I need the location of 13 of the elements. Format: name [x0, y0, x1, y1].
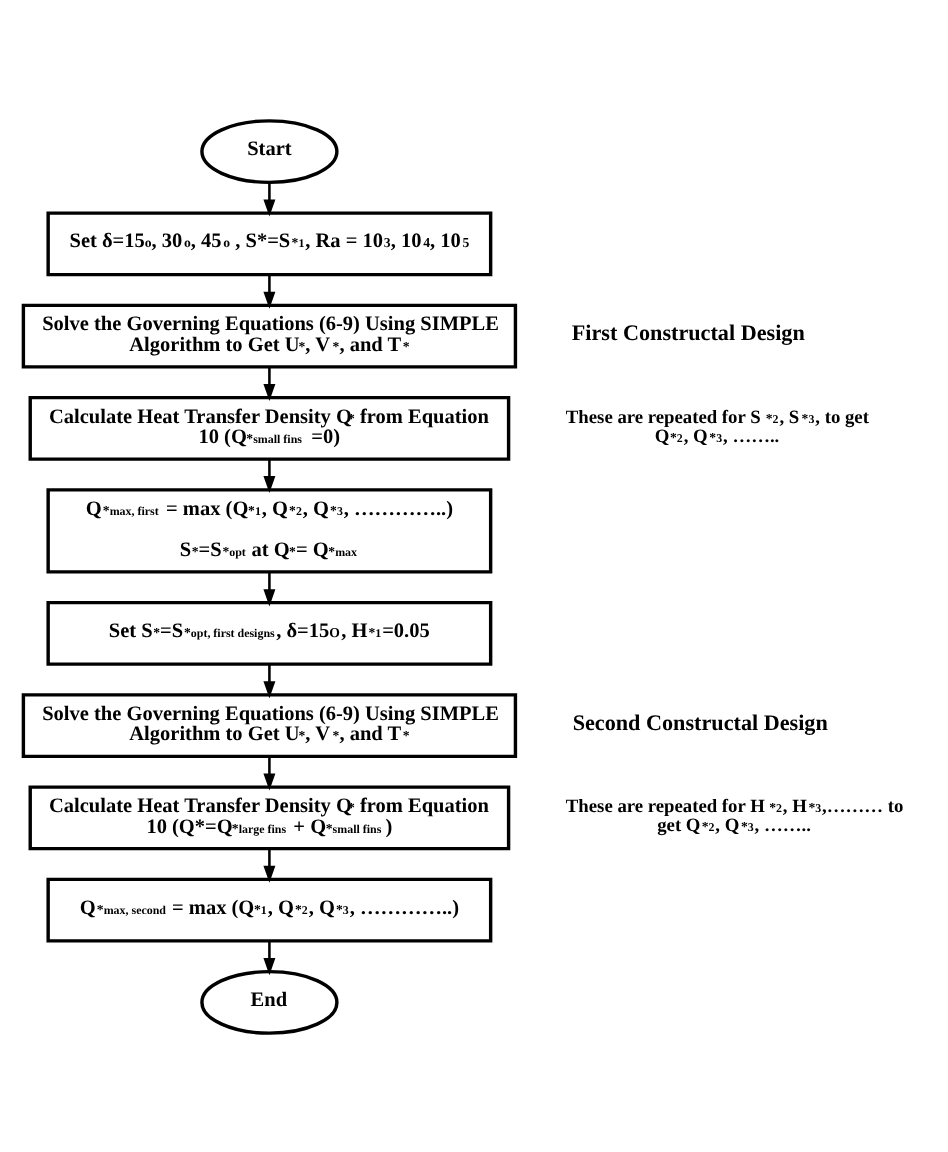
arrow: [263, 571, 276, 606]
arrow: [263, 458, 276, 493]
arrow: [263, 181, 276, 216]
node-ellipse: End: [200, 968, 339, 1034]
arrow: [263, 663, 276, 698]
arrow: [263, 755, 276, 790]
label: Second Constructal Design: [572, 710, 828, 735]
arrow: [263, 273, 276, 308]
arrow: [263, 365, 276, 401]
arrow: [263, 847, 276, 882]
arrow: [263, 939, 276, 975]
label: First Constructal Design: [571, 321, 805, 346]
node-ellipse: Start: [200, 118, 339, 184]
